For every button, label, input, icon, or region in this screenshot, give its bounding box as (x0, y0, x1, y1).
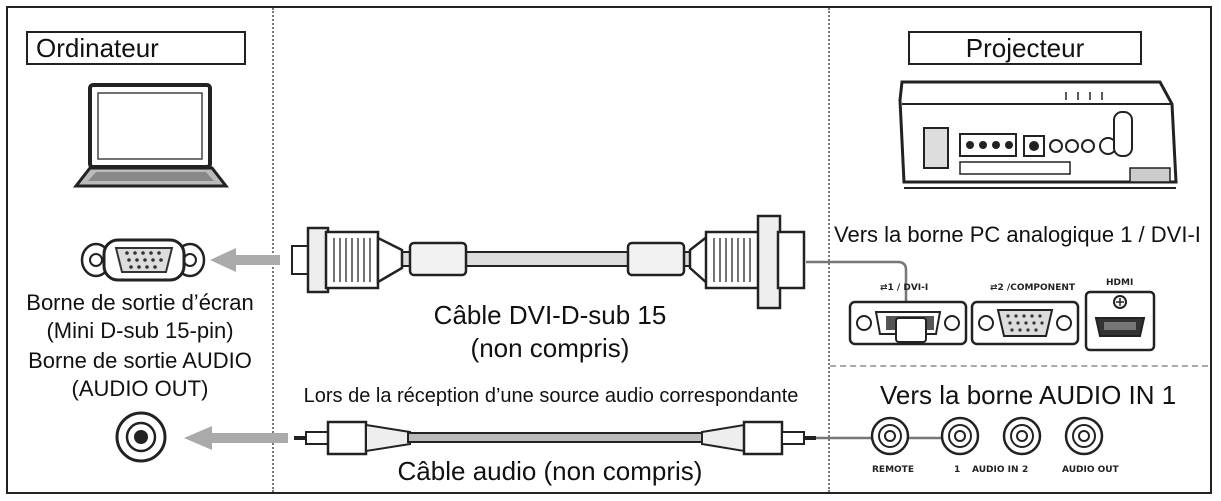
vga-output-port-icon (80, 238, 206, 282)
diagram-frame (6, 6, 1212, 494)
dvi-input-port-icon (848, 300, 968, 346)
port-label-component: ⇄2 /COMPONENT (990, 283, 1076, 293)
jack-label-audio-in-1: 1 (954, 465, 960, 475)
divider-right (828, 8, 830, 492)
audio-arrow-icon (184, 426, 288, 450)
audio-cable-label: Câble audio (non compris) (397, 456, 703, 486)
jack-label-audio-in-2: 2 (1022, 465, 1028, 475)
jack-label-remote: REMOTE (872, 465, 914, 475)
divider-projector (830, 365, 1208, 367)
computer-video-terminal-spec: (Mini D-sub 15-pin) (46, 318, 234, 343)
audio-in-2-jack-icon (1002, 416, 1042, 456)
audio-output-port-icon (115, 411, 167, 463)
audio-condition-label: Lors de la réception d’une source audio … (303, 385, 799, 407)
projector-title: Projecteur (908, 31, 1142, 65)
divider-left (272, 8, 274, 492)
projector-icon (898, 80, 1178, 189)
component-input-port-icon (970, 300, 1080, 346)
port-label-dvi: ⇄1 / DVI-I (880, 283, 928, 293)
video-cable-icon (291, 214, 806, 310)
computer-audio-terminal-label: Borne de sortie AUDIO (28, 348, 252, 373)
video-cable-label: Câble DVI-D-sub 15 (433, 300, 667, 330)
jack-label-audio-out: AUDIO OUT (1062, 465, 1120, 475)
audio-cable-icon (294, 420, 816, 456)
audio-out-jack-icon (1064, 416, 1104, 456)
projector-video-target-label: Vers la borne PC analogique 1 / DVI-I (834, 222, 1201, 247)
video-cable-note: (non compris) (470, 333, 630, 363)
projector-audio-target-label: Vers la borne AUDIO IN 1 (880, 380, 1177, 410)
projector-title-text: Projecteur (965, 33, 1085, 63)
video-arrow-icon (210, 248, 280, 272)
computer-video-terminal-label: Borne de sortie d’écran (26, 290, 254, 315)
video-connection-line (806, 260, 908, 322)
remote-jack-icon (870, 416, 910, 456)
audio-in-1-jack-icon (940, 416, 980, 456)
hdmi-input-port-icon (1084, 290, 1156, 352)
computer-audio-terminal-spec: (AUDIO OUT) (71, 376, 209, 401)
computer-title: Ordinateur (26, 31, 246, 65)
laptop-icon (72, 83, 230, 188)
jack-label-audio-in: AUDIO IN (972, 465, 1018, 475)
port-label-hdmi: HDMI (1106, 278, 1133, 288)
computer-title-text: Ordinateur (36, 33, 159, 63)
